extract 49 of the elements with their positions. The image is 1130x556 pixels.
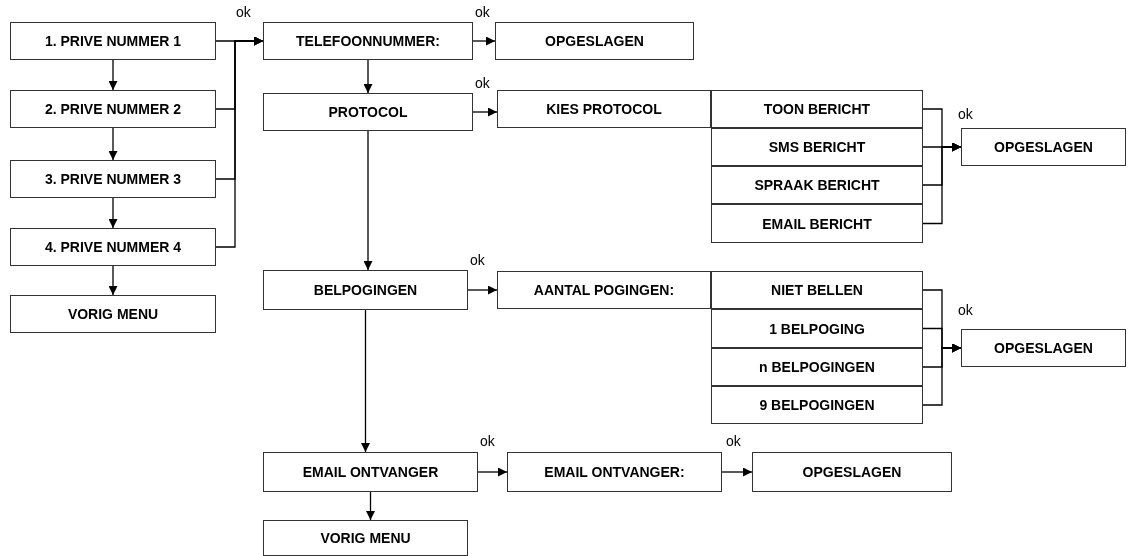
edge-label: ok (475, 4, 490, 20)
menu-box: OPGESLAGEN (495, 22, 694, 60)
arrow (472, 36, 496, 46)
arrow (472, 107, 498, 117)
arrow (108, 59, 118, 91)
edge-label: ok (470, 252, 485, 268)
menu-box: n BELPOGINGEN (711, 348, 923, 386)
arrow (477, 467, 508, 477)
menu-box: EMAIL ONTVANGER (263, 452, 478, 492)
arrow (366, 491, 375, 521)
edge-label: ok (726, 433, 741, 449)
menu-box: VORIG MENU (263, 520, 468, 556)
menu-box: AANTAL POGINGEN: (497, 271, 711, 309)
menu-box: OPGESLAGEN (961, 128, 1126, 166)
menu-box: 9 BELPOGINGEN (711, 386, 923, 424)
menu-box: 2. PRIVE NUMMER 2 (10, 90, 216, 128)
menu-box: OPGESLAGEN (961, 329, 1126, 367)
edge-label: ok (475, 75, 490, 91)
menu-box: 4. PRIVE NUMMER 4 (10, 228, 216, 266)
edge-label: ok (958, 302, 973, 318)
menu-box: EMAIL BERICHT (711, 204, 923, 243)
arrow (922, 142, 962, 225)
menu-box: SPRAAK BERICHT (711, 166, 923, 204)
arrow (215, 36, 264, 248)
menu-box: TELEFOONNUMMER: (263, 22, 473, 60)
arrow (363, 130, 373, 271)
menu-box: SMS BERICHT (711, 128, 923, 166)
arrow (922, 343, 962, 406)
menu-box: KIES PROTOCOL (497, 90, 711, 128)
menu-box: VORIG MENU (10, 295, 216, 333)
edge-label: ok (480, 433, 495, 449)
menu-box: EMAIL ONTVANGER: (507, 452, 722, 492)
arrow (467, 285, 498, 295)
arrow (361, 309, 370, 453)
arrow (363, 59, 373, 94)
menu-box: NIET BELLEN (711, 271, 923, 309)
arrow (108, 127, 118, 161)
menu-box: BELPOGINGEN (263, 270, 468, 310)
edge-label: ok (236, 4, 251, 20)
arrow (108, 197, 118, 229)
arrow (721, 467, 753, 477)
menu-box: PROTOCOL (263, 93, 473, 131)
arrow (108, 265, 118, 296)
edge-label: ok (958, 106, 973, 122)
menu-box: OPGESLAGEN (752, 452, 952, 492)
menu-box: TOON BERICHT (711, 90, 923, 128)
menu-box: 1 BELPOGING (711, 309, 923, 348)
menu-box: 3. PRIVE NUMMER 3 (10, 160, 216, 198)
menu-box: 1. PRIVE NUMMER 1 (10, 22, 216, 60)
